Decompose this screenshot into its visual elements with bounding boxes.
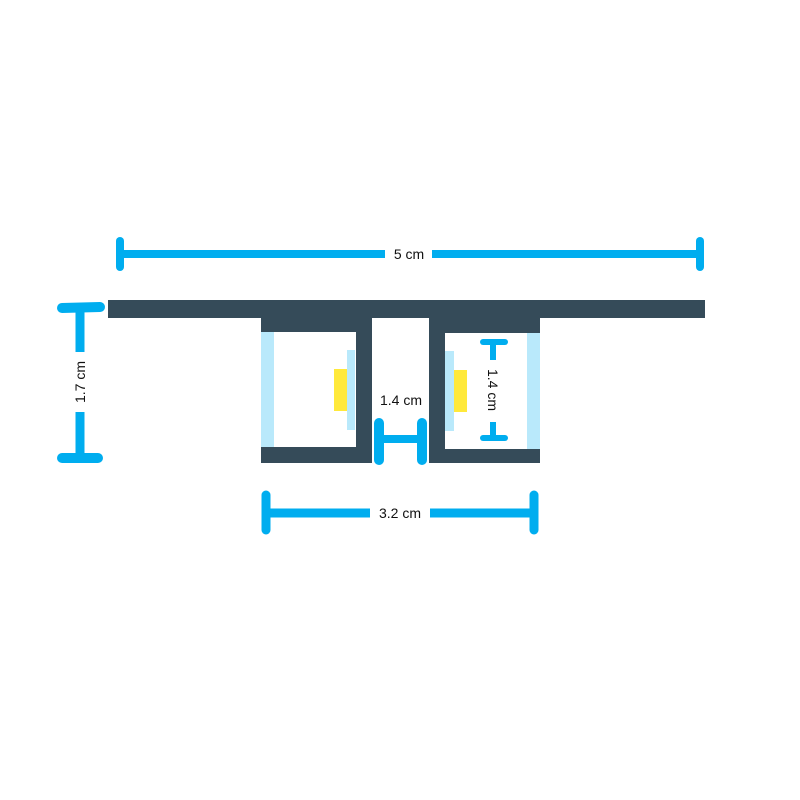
right-channel-wall xyxy=(429,317,445,463)
diffusers xyxy=(261,332,540,449)
left-pcb-strip xyxy=(347,350,355,430)
right-diffuser xyxy=(527,333,540,449)
dimension-lines xyxy=(57,237,704,535)
aluminium-profile xyxy=(108,300,705,463)
right-channel-top xyxy=(429,317,540,333)
right-pcb-strip xyxy=(445,351,454,431)
left-diffuser xyxy=(261,332,274,447)
gap-width-label: 1.4 cm xyxy=(380,392,422,408)
channel-height-label: 1.4 cm xyxy=(485,369,501,411)
left-channel-top xyxy=(261,317,372,332)
left-channel-wall xyxy=(356,317,372,463)
top-flange xyxy=(108,300,705,318)
left-led xyxy=(334,369,347,411)
total-width-label: 5 cm xyxy=(394,246,424,262)
leds xyxy=(334,369,467,412)
channels-width-label: 3.2 cm xyxy=(379,505,421,521)
left-channel-bottom xyxy=(261,447,372,463)
right-led xyxy=(454,370,467,412)
right-channel-bottom xyxy=(429,449,540,463)
total-height-label: 1.7 cm xyxy=(72,361,88,403)
